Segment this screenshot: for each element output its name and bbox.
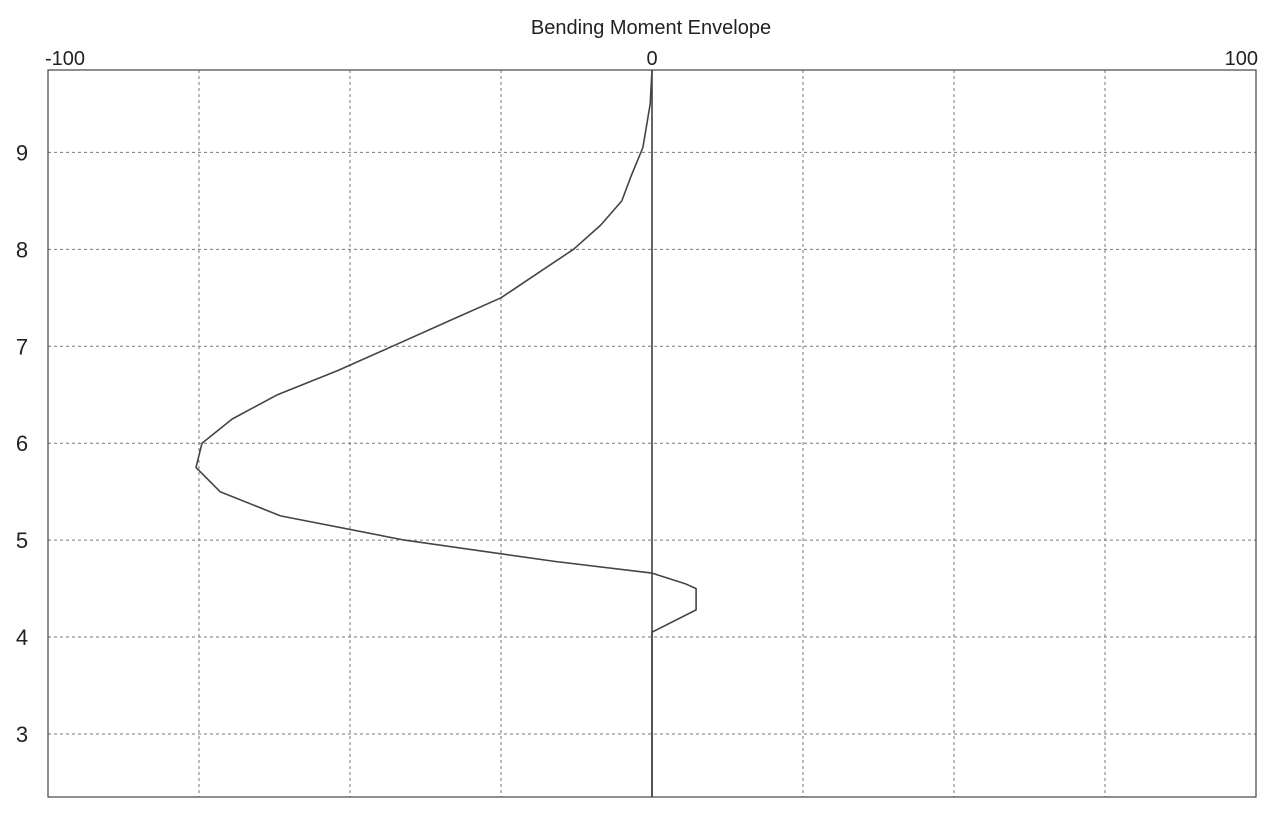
series-layer [195,69,697,797]
y-tick-label: 5 [16,528,28,553]
y-tick-label: 6 [16,431,28,456]
x-tick-label: 100 [1225,48,1258,70]
moment-envelope-line [195,69,697,797]
x-tick-label: -100 [45,48,85,70]
y-tick-label: 9 [16,140,28,165]
y-tick-label: 7 [16,334,28,359]
tick-labels: -100 0 100 3 4 5 6 7 8 9 [16,48,1258,747]
y-tick-label: 4 [16,625,28,650]
chart-title: Bending Moment Envelope [531,17,771,39]
y-tick-label: 3 [16,722,28,747]
x-tick-label: 0 [646,48,657,70]
grid-lines [48,70,1256,797]
y-tick-label: 8 [16,237,28,262]
